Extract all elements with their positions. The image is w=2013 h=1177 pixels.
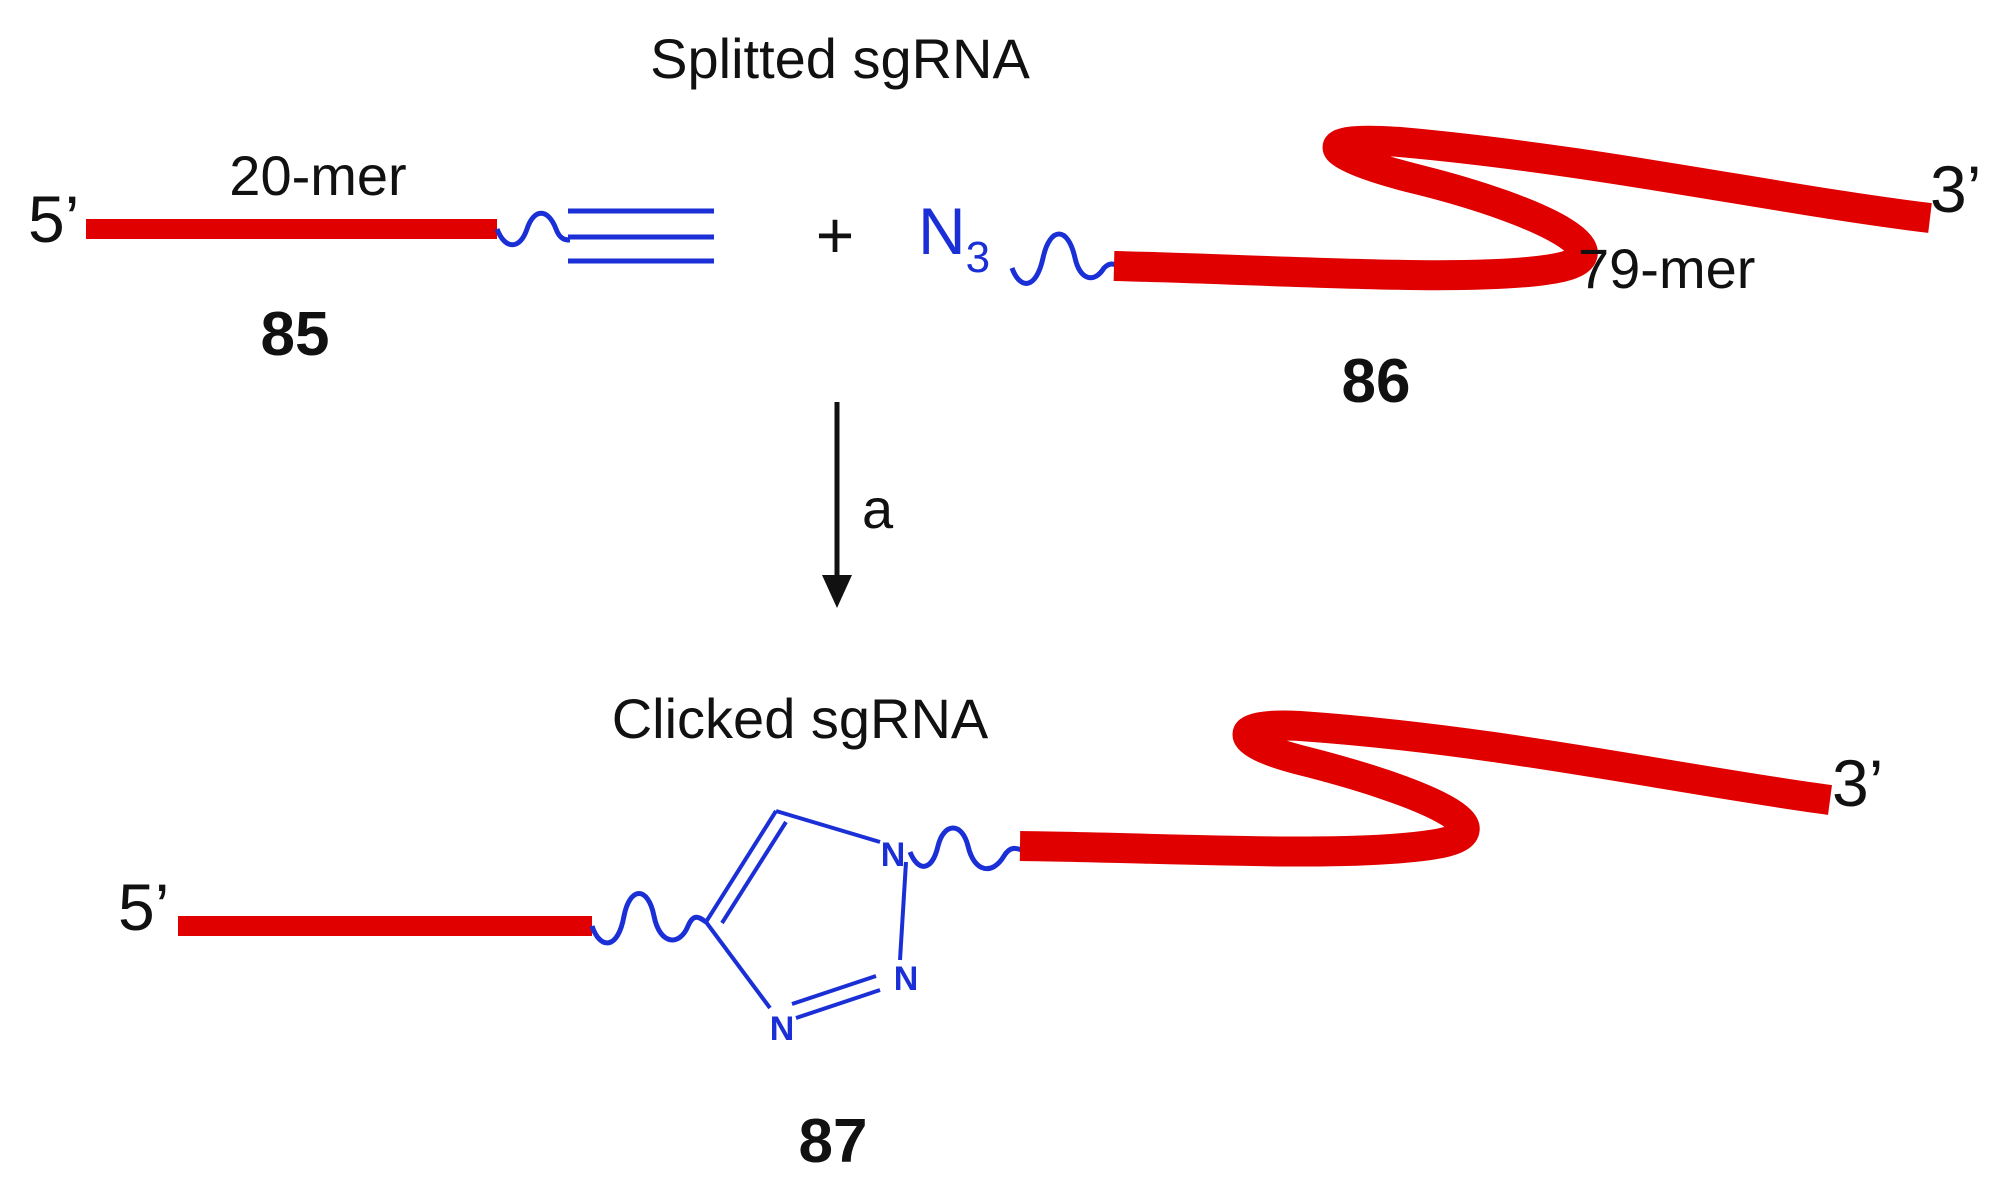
rna-strand-87-3prime — [1019, 710, 1832, 867]
five-prime-label-87: 5’ — [118, 870, 169, 944]
clicked-sgrna-title: Clicked sgRNA — [612, 687, 989, 750]
linker-wave-85 — [494, 210, 571, 248]
triazole-n1: N — [881, 836, 906, 874]
compound-number-86: 86 — [1342, 347, 1411, 416]
length-label-20mer: 20-mer — [229, 144, 406, 207]
triazole-n3: N — [770, 1010, 795, 1048]
triazole-ring — [704, 809, 908, 1020]
arrow-head — [822, 575, 852, 608]
fragment-86: N3 3’ 79-mer 86 — [918, 125, 1981, 416]
length-label-79mer: 79-mer — [1578, 237, 1755, 300]
reaction-condition-label: a — [862, 477, 894, 540]
linker-wave-86 — [1009, 231, 1120, 286]
compound-number-87: 87 — [799, 1107, 868, 1176]
rna-strand-86 — [1113, 125, 1932, 291]
linker-wave-87-right — [907, 825, 1023, 872]
linker-wave-87-left — [589, 891, 708, 946]
compound-number-85: 85 — [261, 300, 330, 369]
splitted-sgrna-title: Splitted sgRNA — [650, 27, 1030, 90]
plus-sign: + — [816, 198, 855, 272]
alkyne-triple-bond — [568, 208, 714, 264]
product-87: 5’ N N N 3’ 87 — [118, 710, 1883, 1176]
triazole-n2: N — [894, 960, 919, 998]
azide-label: N3 — [918, 194, 990, 282]
five-prime-label-85: 5’ — [28, 182, 79, 256]
three-prime-label-87: 3’ — [1832, 746, 1883, 820]
reaction-arrow: a — [822, 402, 894, 608]
azide-subscript: 3 — [966, 233, 990, 282]
fragment-85: 5’ 20-mer 85 — [28, 144, 714, 369]
three-prime-label-86: 3’ — [1930, 152, 1981, 226]
azide-base: N — [918, 194, 966, 268]
